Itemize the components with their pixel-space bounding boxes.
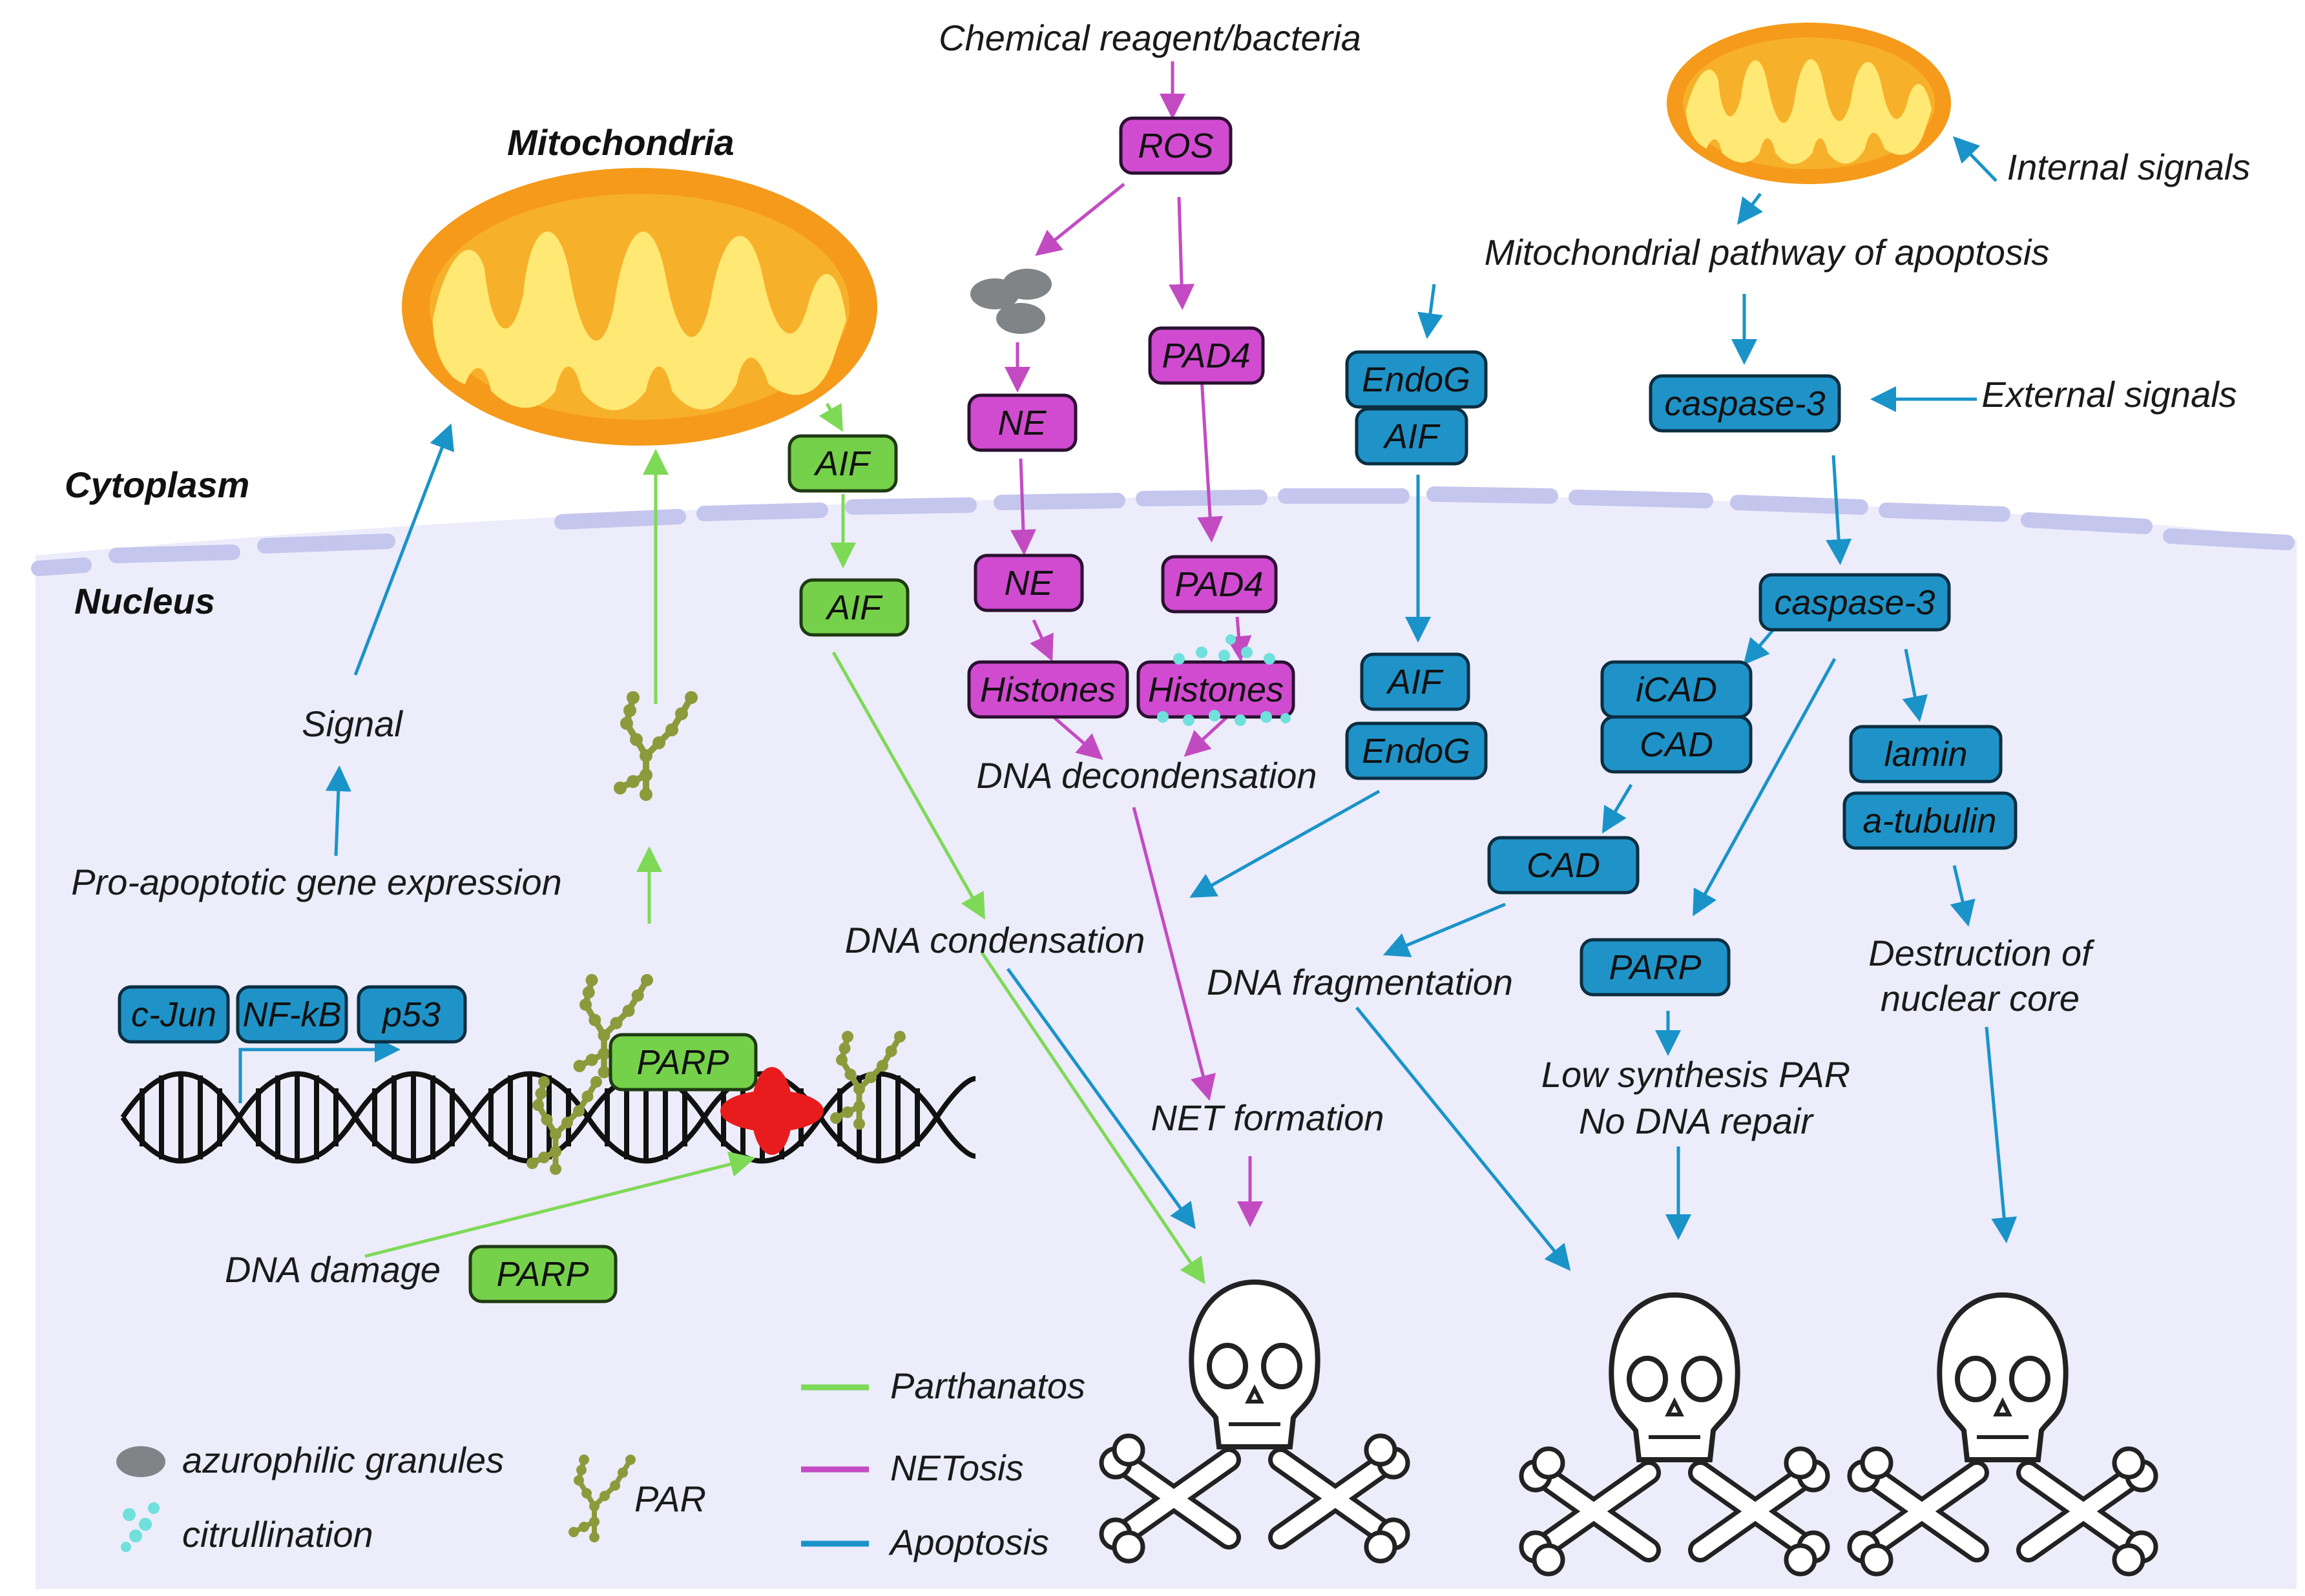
box-ne-nucleus: NE bbox=[974, 554, 1084, 612]
dna-condensation-label: DNA condensation bbox=[845, 920, 1145, 960]
destruction-label-1: Destruction of bbox=[1868, 933, 2095, 973]
no-dna-repair-label: No DNA repair bbox=[1579, 1101, 1814, 1141]
svg-text:PAD4: PAD4 bbox=[1162, 337, 1250, 375]
svg-text:AIF: AIF bbox=[1382, 417, 1441, 456]
svg-text:caspase-3: caspase-3 bbox=[1774, 583, 1935, 622]
svg-text:c-Jun: c-Jun bbox=[131, 995, 216, 1034]
chemical-reagent-label: Chemical reagent/bacteria bbox=[939, 17, 1361, 58]
svg-text:Histones: Histones bbox=[1148, 670, 1284, 709]
external-signals-label: External signals bbox=[1981, 374, 2237, 415]
box-aif-cytoplasm-blue: AIF bbox=[1355, 407, 1468, 466]
legend-citrullination-icon bbox=[121, 1502, 160, 1552]
box-c-jun: c-Jun bbox=[118, 985, 230, 1044]
parthanatos-arrows bbox=[364, 402, 1205, 1285]
box-parp-apoptosis: PARP bbox=[1580, 938, 1731, 997]
legend-citrullination-label: citrullination bbox=[182, 1514, 373, 1555]
dna-damage-label: DNA damage bbox=[225, 1249, 441, 1290]
svg-text:Histones: Histones bbox=[980, 670, 1116, 709]
box-ros: ROS bbox=[1119, 116, 1233, 175]
box-parp-dna: PARP bbox=[609, 1033, 758, 1092]
box-lamin: lamin bbox=[1849, 725, 2003, 783]
svg-text:a-tubulin: a-tubulin bbox=[1862, 802, 1996, 840]
azurophilic-granules bbox=[970, 269, 1052, 334]
box-histones-2: Histones bbox=[1136, 660, 1295, 719]
signal-label: Signal bbox=[302, 703, 403, 744]
box-aif-nucleus-blue: AIF bbox=[1360, 652, 1470, 711]
low-synthesis-label: Low synthesis PAR bbox=[1541, 1054, 1850, 1095]
svg-text:AIF: AIF bbox=[825, 588, 883, 627]
svg-text:NE: NE bbox=[997, 404, 1047, 442]
svg-text:PARP: PARP bbox=[1609, 948, 1701, 987]
svg-text:PAD4: PAD4 bbox=[1174, 565, 1263, 604]
svg-text:EndoG: EndoG bbox=[1362, 360, 1470, 399]
box-endog-nucleus: EndoG bbox=[1345, 721, 1488, 780]
netosis-arrows bbox=[1005, 61, 1263, 1227]
box-endog-cytoplasm: EndoG bbox=[1345, 350, 1488, 409]
dna-fragmentation-label: DNA fragmentation bbox=[1207, 962, 1513, 1002]
citrullination-dots bbox=[1157, 634, 1291, 726]
legend-apoptosis-label: Apoptosis bbox=[888, 1522, 1049, 1562]
svg-text:AIF: AIF bbox=[1386, 663, 1444, 701]
svg-text:EndoG: EndoG bbox=[1362, 732, 1470, 771]
pro-apoptotic-label: Pro-apoptotic gene expression bbox=[71, 862, 562, 902]
legend-granule-icon bbox=[116, 1446, 165, 1477]
legend-par-label: PAR bbox=[634, 1478, 706, 1519]
svg-text:PARP: PARP bbox=[496, 1255, 589, 1294]
box-pad4-cytoplasm: PAD4 bbox=[1148, 326, 1265, 385]
dna-damage-mark bbox=[720, 1067, 824, 1155]
box-cad-2: CAD bbox=[1487, 836, 1640, 895]
svg-text:CAD: CAD bbox=[1640, 725, 1713, 764]
mito-pathway-label: Mitochondrial pathway of apoptosis bbox=[1485, 232, 2050, 273]
box-pad4-nucleus: PAD4 bbox=[1161, 555, 1278, 614]
destruction-label-2: nuclear core bbox=[1881, 978, 2080, 1019]
legend-parthanatos-label: Parthanatos bbox=[890, 1365, 1085, 1406]
box-icad: iCAD bbox=[1600, 660, 1753, 719]
svg-text:caspase-3: caspase-3 bbox=[1664, 384, 1825, 423]
internal-signals-label: Internal signals bbox=[2007, 147, 2251, 187]
box-parp-damage: PARP bbox=[468, 1245, 618, 1303]
legend-netosis-label: NETosis bbox=[890, 1447, 1023, 1488]
box-aif-nucleus: AIF bbox=[799, 578, 910, 637]
svg-text:p53: p53 bbox=[381, 995, 441, 1034]
box-histones-1: Histones bbox=[967, 660, 1129, 719]
svg-text:lamin: lamin bbox=[1884, 735, 1967, 774]
mitochondria-small bbox=[1667, 23, 1951, 184]
svg-text:ROS: ROS bbox=[1138, 127, 1213, 165]
svg-text:NE: NE bbox=[1004, 564, 1053, 603]
svg-text:PARP: PARP bbox=[636, 1043, 729, 1082]
svg-text:iCAD: iCAD bbox=[1636, 670, 1717, 709]
nuclear-membrane bbox=[31, 486, 2295, 576]
box-aif-cytoplasm: AIF bbox=[787, 434, 898, 493]
mitochondria-label: Mitochondria bbox=[507, 122, 735, 163]
mitochondria-main bbox=[402, 168, 877, 446]
net-formation-label: NET formation bbox=[1151, 1097, 1384, 1138]
nucleus-label: Nucleus bbox=[74, 581, 215, 621]
svg-text:NF-kB: NF-kB bbox=[243, 995, 342, 1034]
svg-text:AIF: AIF bbox=[813, 444, 871, 483]
box-nf-kb: NF-kB bbox=[236, 985, 348, 1044]
svg-text:CAD: CAD bbox=[1527, 846, 1600, 885]
cytoplasm-label: Cytoplasm bbox=[65, 464, 249, 505]
dna-decondensation-label: DNA decondensation bbox=[976, 755, 1317, 796]
legend-azurophilic-label: azurophilic granules bbox=[182, 1440, 504, 1480]
box-caspase3-cytoplasm: caspase-3 bbox=[1649, 374, 1841, 433]
box-ne-cytoplasm: NE bbox=[967, 393, 1078, 452]
box-p53: p53 bbox=[357, 985, 467, 1044]
box-caspase3-nucleus: caspase-3 bbox=[1758, 573, 1951, 632]
box-a-tubulin: a-tubulin bbox=[1842, 791, 2018, 850]
apoptosis-arrows bbox=[238, 136, 2018, 1271]
box-cad-1: CAD bbox=[1600, 715, 1753, 774]
